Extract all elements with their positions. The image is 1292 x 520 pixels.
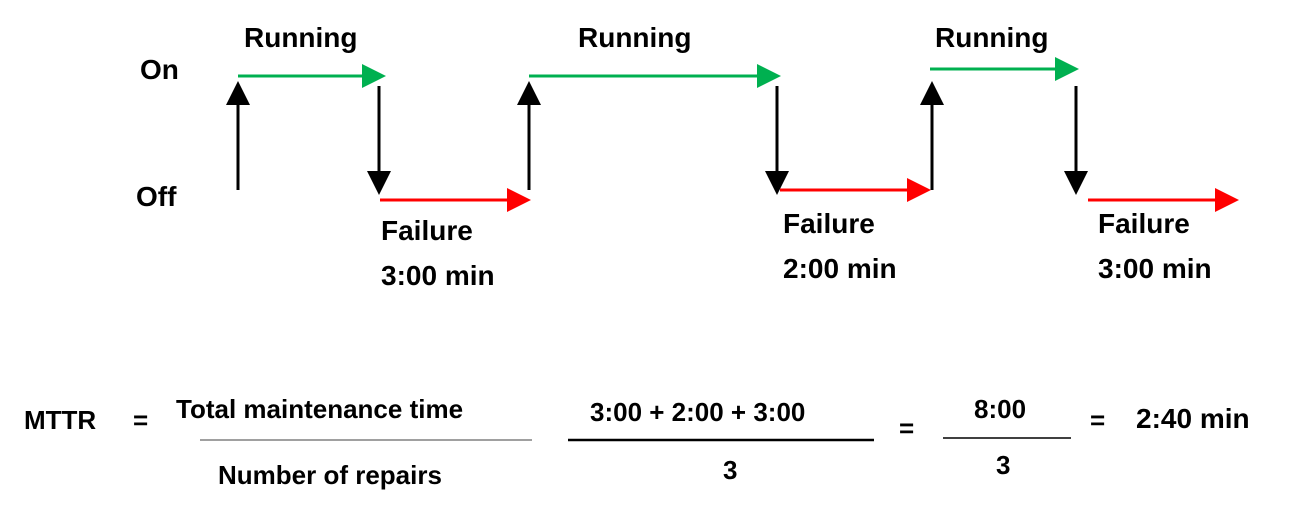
numerator-definition: Total maintenance time bbox=[176, 394, 464, 424]
running-label-1: Running bbox=[244, 22, 358, 53]
failure-duration-3: 3:00 min bbox=[1098, 253, 1212, 284]
mttr-result: 2:40 min bbox=[1136, 403, 1250, 434]
equals-sign-3: = bbox=[1090, 405, 1106, 435]
failure-label-3: Failure bbox=[1098, 208, 1190, 239]
numerator-sum: 8:00 bbox=[974, 394, 1027, 424]
denominator-sum: 3 bbox=[996, 450, 1011, 480]
running-label-3: Running bbox=[935, 22, 1049, 53]
failure-duration-1: 3:00 min bbox=[381, 260, 495, 291]
state-on-label: On bbox=[140, 54, 179, 85]
equals-sign-2: = bbox=[899, 413, 915, 443]
running-label-2: Running bbox=[578, 22, 692, 53]
mttr-label: MTTR bbox=[24, 405, 97, 435]
equals-sign-1: = bbox=[133, 405, 149, 435]
failure-label-1: Failure bbox=[381, 215, 473, 246]
failure-duration-2: 2:00 min bbox=[783, 253, 897, 284]
numerator-values: 3:00 + 2:00 + 3:00 bbox=[590, 397, 806, 427]
state-off-label: Off bbox=[136, 181, 177, 212]
failure-label-2: Failure bbox=[783, 208, 875, 239]
denominator-definition: Number of repairs bbox=[218, 460, 442, 490]
denominator-values: 3 bbox=[723, 455, 738, 485]
